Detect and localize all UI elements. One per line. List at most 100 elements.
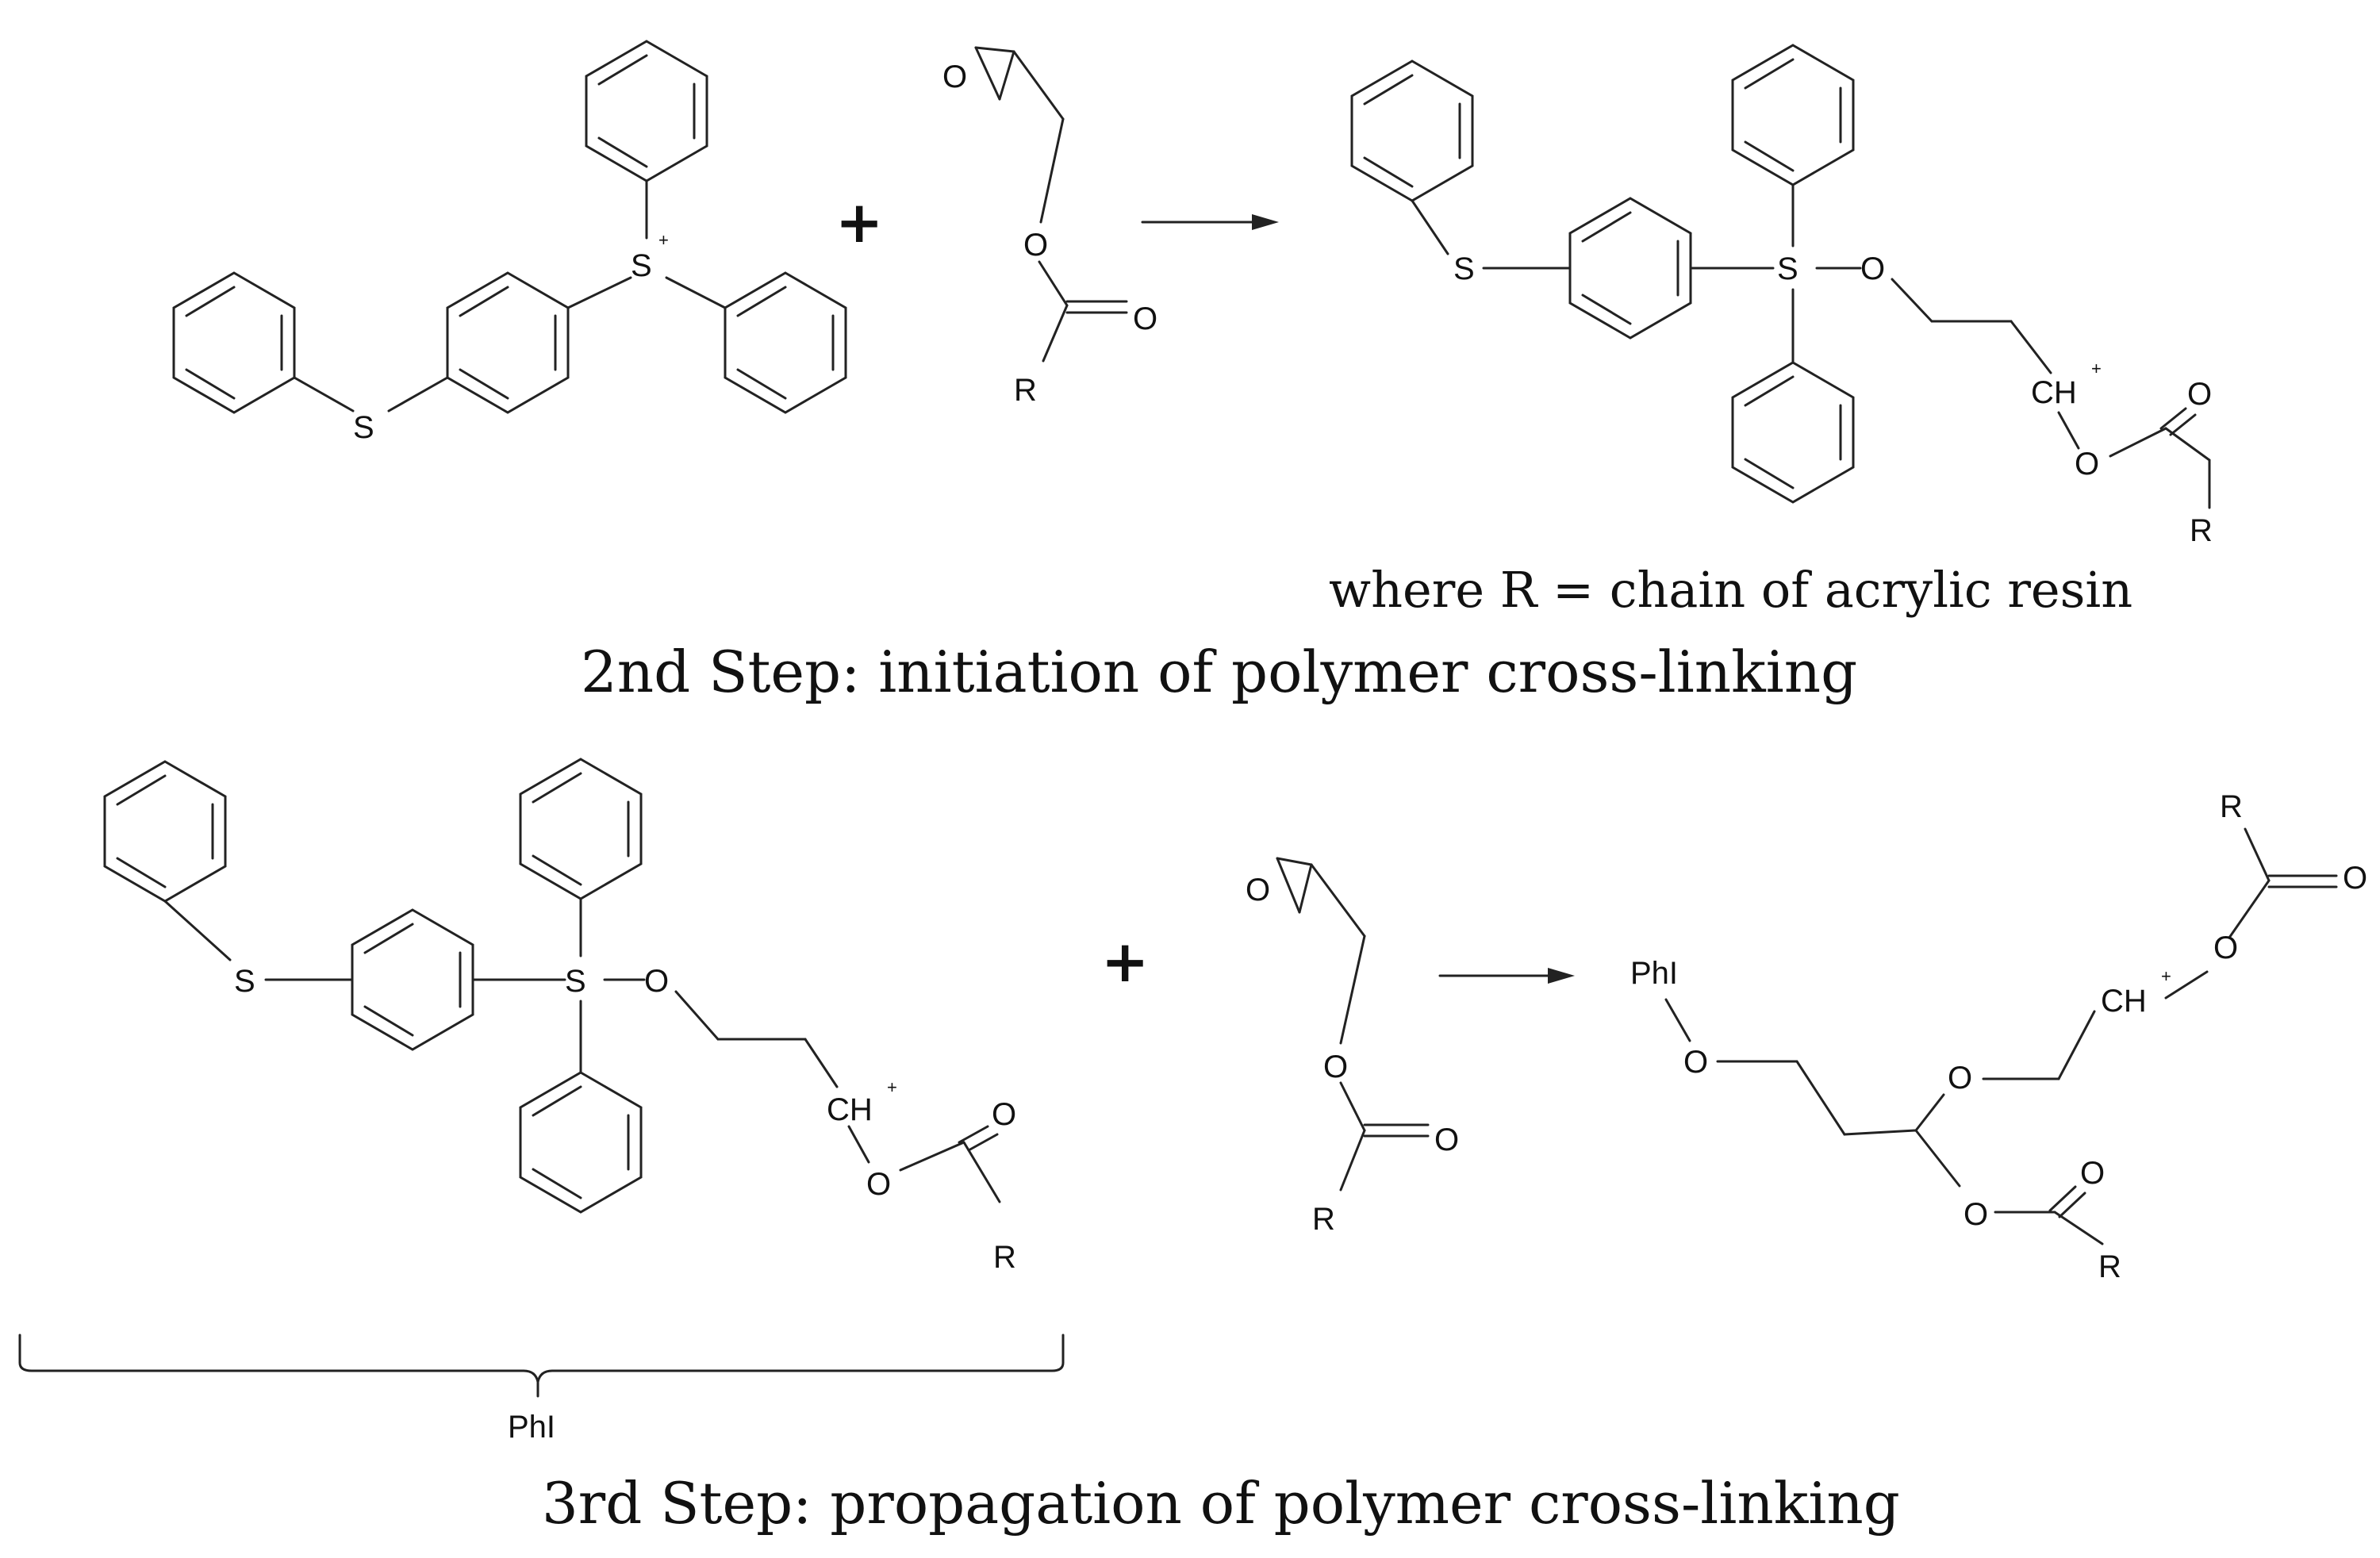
bond (958, 1125, 989, 1144)
benzene-ring (519, 758, 643, 900)
carbocation-label: CH (2101, 984, 2147, 1019)
sulfonium-reactant: S S + (172, 40, 847, 445)
oxygen-label: O (1246, 873, 1270, 908)
bond (2057, 1010, 2096, 1080)
oxygen-label: O (1434, 1122, 1459, 1157)
oxygen-label: O (866, 1167, 891, 1202)
benzene-ring (585, 40, 708, 182)
bond (2244, 827, 2271, 882)
bond (1411, 199, 1449, 255)
sulfur-label: S (353, 410, 374, 445)
phi-brace (18, 1334, 1065, 1383)
bond (1310, 863, 1366, 938)
sulfonium-label: S (631, 248, 652, 283)
oxygen-label: O (1323, 1050, 1348, 1084)
phi-label: PhI (1630, 956, 1678, 991)
bond (2159, 407, 2187, 430)
r-group-label: R (2220, 789, 2243, 824)
bond (2058, 1192, 2086, 1218)
bond (387, 376, 449, 413)
bond (1795, 1060, 1846, 1136)
sulfur-label: S (1453, 251, 1475, 286)
r-group-label: R (2098, 1249, 2121, 1284)
bond (1276, 857, 1301, 914)
initiation-product: S S O CH + O O R (1350, 44, 2213, 548)
bond (974, 46, 1015, 53)
benzene-ring (446, 271, 570, 414)
r-group-note: where R = chain of acrylic resin (1329, 561, 2132, 619)
oxygen-label: O (644, 964, 669, 999)
r-group-label: R (993, 1240, 1016, 1275)
plus-operator: + (1101, 928, 1149, 995)
bond (1339, 934, 1366, 1045)
oxygen-label: O (1948, 1061, 1972, 1096)
benzene-ring (103, 760, 227, 903)
arrowhead (1548, 968, 1575, 984)
bond (1038, 260, 1069, 307)
oxygen-label: O (2080, 1156, 2105, 1191)
propagation-product: PhI O O CH + O O R O O R (1630, 789, 2367, 1284)
benzene-ring (1350, 59, 1474, 202)
oxygen-label: O (2213, 931, 2238, 965)
bond (2057, 411, 2080, 450)
charge-label: + (2091, 359, 2102, 378)
oxygen-label: O (2187, 377, 2212, 412)
bond (1891, 278, 1933, 323)
bond (1914, 1129, 1961, 1188)
sulfur-label: S (234, 964, 255, 999)
charge-label: + (887, 1077, 897, 1097)
r-group-label: R (2190, 513, 2213, 548)
bond (1012, 50, 1065, 121)
charge-label: + (658, 230, 669, 250)
step-3-caption: 3rd Step: propagation of polymer cross-l… (542, 1470, 1900, 1537)
bond (998, 50, 1015, 101)
bond (293, 376, 355, 413)
glycidyl-ester-reactant: O O O R (942, 46, 1157, 408)
bond (2010, 320, 2052, 374)
benzene-ring (519, 1071, 643, 1214)
carbocation-label: CH (2031, 375, 2077, 410)
bond (1042, 304, 1069, 363)
bond (1039, 117, 1065, 224)
bond (1276, 857, 1313, 866)
benzene-ring (724, 271, 847, 414)
oxygen-label: O (1023, 228, 1048, 263)
bond (566, 276, 632, 309)
bond (1339, 1081, 1366, 1132)
oxygen-label: O (2343, 861, 2367, 896)
bond (2164, 970, 2209, 1000)
bond (899, 1141, 965, 1172)
bond (2053, 1211, 2104, 1245)
sulfonium-label: S (1777, 251, 1798, 286)
oxygen-label: O (1133, 301, 1157, 336)
r-group-label: R (1014, 373, 1037, 408)
oxygen-label: O (2075, 447, 2099, 482)
bond (2109, 427, 2167, 458)
benzene-ring (1731, 361, 1855, 504)
benzene-ring (1568, 197, 1692, 340)
bond (1914, 1093, 1945, 1132)
oxygen-label: O (1964, 1197, 1988, 1232)
benzene-ring (351, 908, 474, 1051)
benzene-ring (1731, 44, 1855, 186)
bond (1339, 1129, 1366, 1192)
bond (1298, 863, 1313, 914)
phi-brace-label: PhI (508, 1410, 555, 1445)
oxygen-label: O (942, 59, 967, 94)
bond (2048, 1185, 2077, 1212)
bond (1664, 998, 1691, 1042)
bond (847, 1125, 870, 1164)
glycidyl-ester-reactant: O O O R (1246, 857, 1459, 1237)
sulfonium-label: S (565, 964, 586, 999)
bond (974, 46, 1001, 101)
bond (665, 276, 727, 309)
oxygen-label: O (992, 1097, 1016, 1132)
bond (962, 1141, 1001, 1203)
plus-operator: + (835, 189, 883, 255)
bond (967, 1133, 999, 1152)
step-2-caption: 2nd Step: initiation of polymer cross-li… (581, 639, 1857, 705)
bond (2228, 879, 2271, 939)
phi-reactant: S S O CH + O O R (103, 758, 1016, 1275)
charge-label: + (2161, 966, 2171, 986)
